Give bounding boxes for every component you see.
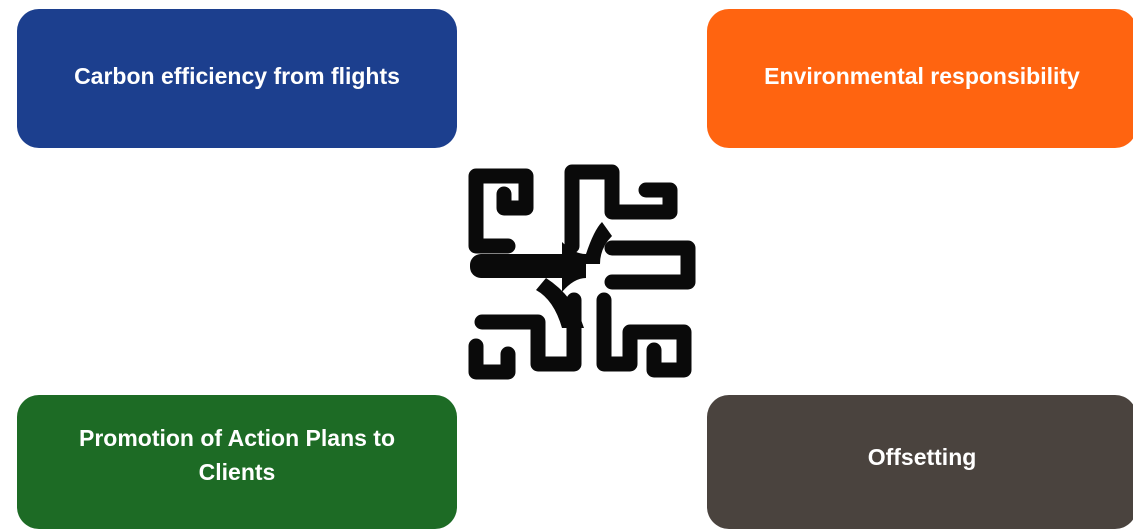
offsetting-box: Offsetting (707, 395, 1133, 529)
promotion-action-plans-label: Promotion of Action Plans to Clients (78, 425, 396, 485)
adinkra-symbol-icon (468, 164, 696, 380)
environmental-responsibility-label: Environmental responsibility (764, 62, 1080, 89)
carbon-efficiency-label: Carbon efficiency from flights (74, 62, 400, 89)
promotion-action-plans-box: Promotion of Action Plans to Clients (17, 395, 457, 529)
offsetting-label: Offsetting (867, 444, 977, 470)
carbon-efficiency-box: Carbon efficiency from flights (17, 9, 457, 148)
environmental-responsibility-box: Environmental responsibility (707, 9, 1133, 148)
